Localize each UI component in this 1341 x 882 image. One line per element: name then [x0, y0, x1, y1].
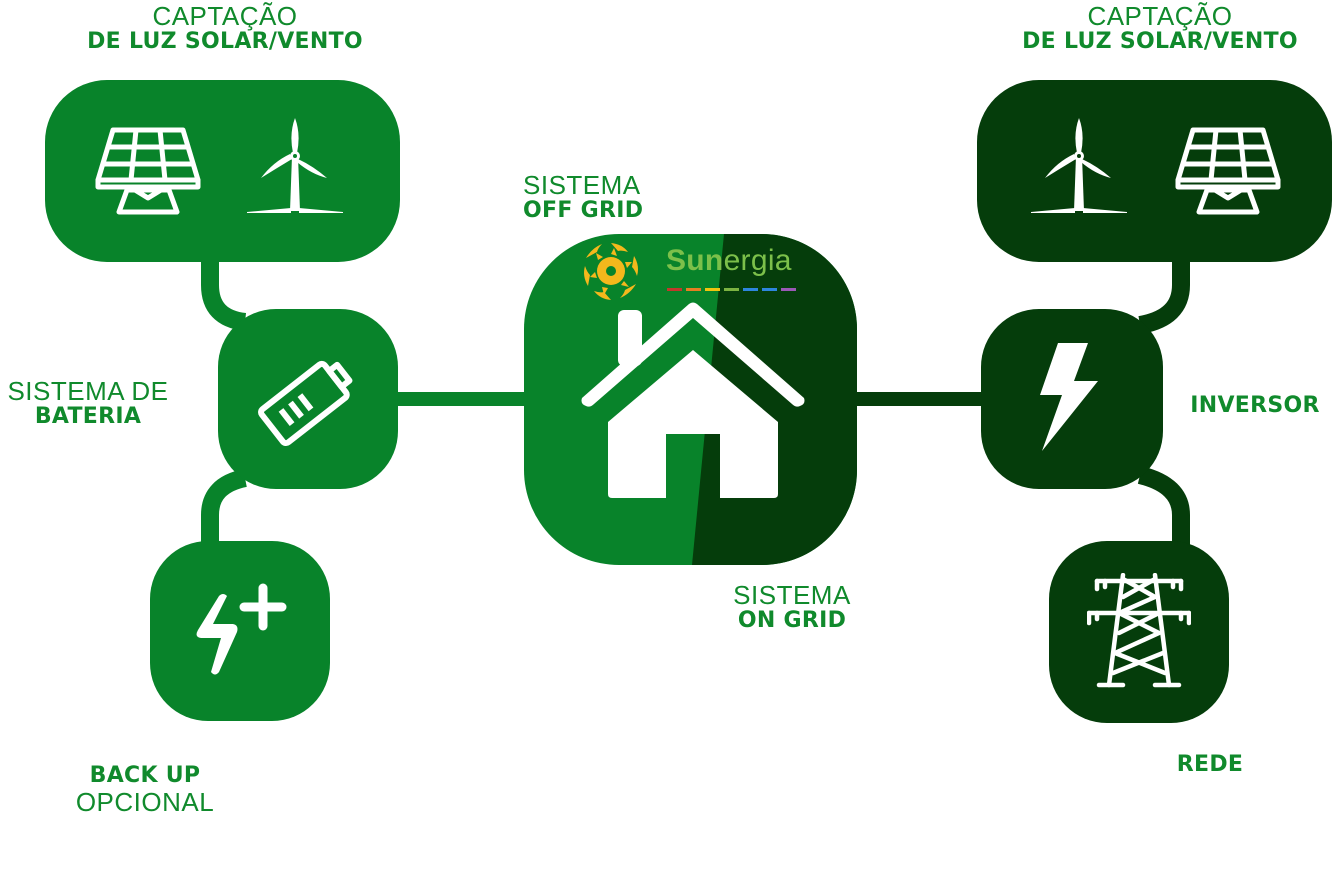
battery-light-text: SISTEMA DE [7, 376, 169, 406]
right-capture-box [977, 80, 1332, 262]
inverter-bold-text: INVERSOR [1190, 393, 1320, 418]
inverter-label: INVERSOR [1180, 393, 1330, 417]
logo-text-strong: Sun [666, 244, 724, 277]
ongrid-bold-text: ON GRID [737, 608, 847, 633]
right-capture-light-text: CAPTAÇÃO [1087, 1, 1233, 31]
backup-label: BACK UP OPCIONAL [60, 763, 230, 817]
wind-turbine-icon [247, 118, 343, 213]
battery-label: SISTEMA DE BATERIA [0, 378, 176, 428]
house-box: Sunergia [524, 234, 857, 565]
grid-label: REDE [1150, 752, 1270, 776]
ongrid-label: SISTEMA ON GRID [722, 582, 862, 632]
battery-bold-text: BATERIA [34, 404, 142, 429]
logo-wordmark: Sunergia [666, 246, 792, 276]
sun-logo-icon [584, 243, 638, 300]
logo-color-stripes [667, 288, 796, 291]
backup-light-text: OPCIONAL [75, 787, 215, 817]
offgrid-light-text: SISTEMA [523, 170, 641, 200]
backup-box [150, 541, 330, 721]
lightning-bolt-icon [1040, 343, 1098, 451]
left-capture-box [45, 80, 400, 262]
solar-panel-icon [95, 127, 201, 215]
logo-text-light: ergia [723, 244, 792, 277]
grid-bold-text: REDE [1176, 752, 1244, 777]
right-capture-bold-text: DE LUZ SOLAR/VENTO [1022, 29, 1298, 54]
backup-bold-text: BACK UP [89, 763, 201, 788]
bolt-plus-icon [196, 583, 287, 675]
grid-box [1049, 541, 1229, 723]
offgrid-bold-text: OFF GRID [523, 198, 644, 223]
battery-icon [258, 360, 353, 447]
wind-turbine-icon [1031, 118, 1127, 213]
ongrid-light-text: SISTEMA [733, 580, 851, 610]
left-capture-bold-text: DE LUZ SOLAR/VENTO [87, 29, 363, 54]
battery-box [218, 309, 398, 489]
left-capture-light-text: CAPTAÇÃO [152, 1, 298, 31]
inverter-box [981, 309, 1163, 489]
house-icon [581, 302, 805, 498]
solar-panel-icon [1175, 127, 1281, 215]
transmission-tower-icon [1087, 573, 1191, 688]
left-capture-label: CAPTAÇÃO DE LUZ SOLAR/VENTO [40, 3, 410, 53]
right-capture-label: CAPTAÇÃO DE LUZ SOLAR/VENTO [975, 3, 1341, 53]
offgrid-label: SISTEMA OFF GRID [508, 172, 678, 222]
